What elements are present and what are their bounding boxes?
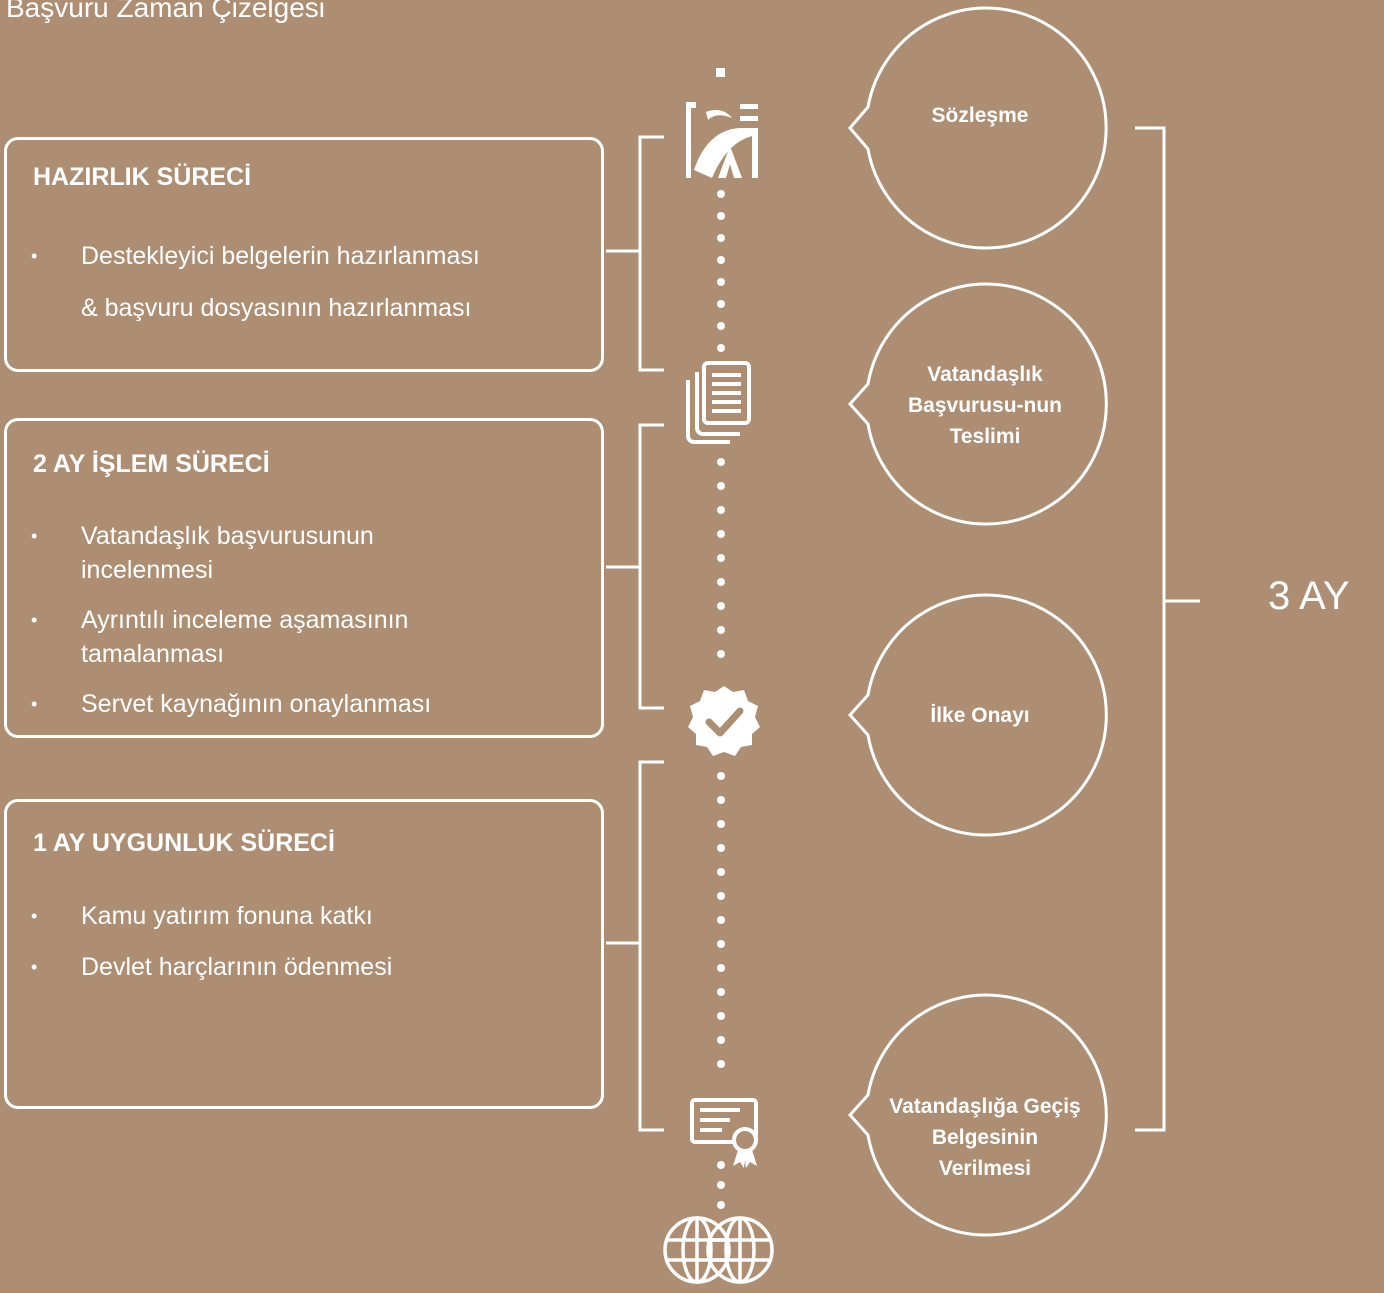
milestone-label-approval: İlke Onayı	[930, 704, 1030, 727]
panel-list: •Destekleyici belgelerin hazırlanması & …	[7, 230, 601, 334]
timeline-dot	[717, 844, 725, 852]
timeline-dot	[717, 650, 725, 658]
timeline-dot	[717, 234, 725, 242]
timeline-dot	[717, 1036, 725, 1044]
list-item: •Ayrıntılı inceleme aşamasının tamalanma…	[31, 606, 409, 668]
timeline-dot	[717, 868, 725, 876]
milestone-bubble	[847, 993, 1108, 1237]
panel-heading: 1 AY UYGUNLUK SÜRECİ	[33, 829, 335, 857]
duration-bracket	[1135, 126, 1200, 1132]
page-title: Başvuru Zaman Çizelgesi	[6, 0, 326, 23]
timeline-dot	[717, 626, 725, 634]
timeline-dot	[717, 458, 725, 466]
timeline-dot	[717, 530, 725, 538]
panel-preparation: HAZIRLIK SÜRECİ •Destekleyici belgelerin…	[4, 137, 604, 372]
panel-heading: 2 AY İŞLEM SÜRECİ	[33, 450, 270, 478]
list-item: •Servet kaynağının onaylanması	[31, 690, 432, 718]
milestone-bubble	[847, 282, 1108, 526]
timeline-dot	[717, 256, 725, 264]
timeline-dots	[716, 68, 725, 1209]
contract-signing-icon	[686, 102, 758, 178]
timeline-dot	[717, 482, 725, 490]
panel-list: •Vatandaşlık başvurusunun incelenmesi •A…	[7, 519, 601, 721]
list-item: •Vatandaşlık başvurusunun incelenmesi	[31, 522, 374, 584]
list-item: •Destekleyici belgelerin hazırlanması	[31, 242, 480, 270]
timeline-dot	[717, 916, 725, 924]
list-item: •Devlet harçlarının ödenmesi	[31, 953, 393, 981]
globe-icon	[663, 1216, 774, 1284]
timeline-dot	[717, 212, 725, 220]
timeline-dot	[717, 278, 725, 286]
duration-label: 3 AY	[1268, 574, 1350, 618]
approved-badge-icon	[688, 686, 760, 756]
list-item: •Kamu yatırım fonuna katkı	[31, 902, 373, 930]
bracket-preparation	[606, 135, 664, 372]
bracket-processing	[606, 423, 664, 710]
milestone-label-submission: Vatandaşlık Başvurusu-nun Teslimi	[907, 363, 1062, 448]
timeline-dot	[717, 190, 725, 198]
list-item: & başvuru dosyasının hazırlanması	[81, 294, 472, 322]
panel-heading: HAZIRLIK SÜRECİ	[33, 163, 252, 191]
bracket-eligibility	[606, 760, 664, 1132]
timeline-dot	[717, 344, 725, 352]
timeline-dot	[717, 1161, 725, 1169]
timeline-dot	[717, 300, 725, 308]
timeline-dot	[717, 554, 725, 562]
timeline-dot	[717, 988, 725, 996]
documents-icon	[686, 361, 751, 444]
timeline-dot	[717, 578, 725, 586]
timeline-dot	[717, 892, 725, 900]
timeline-dot	[717, 1060, 725, 1068]
timeline-dot	[717, 1012, 725, 1020]
timeline-dot	[717, 1201, 725, 1209]
certificate-icon	[690, 1098, 758, 1168]
timeline-dot	[717, 1181, 725, 1189]
timeline-dot	[717, 796, 725, 804]
milestone-label-certificate: Vatandaşlığa Geçiş Belgesinin Verilmesi	[889, 1095, 1081, 1180]
panel-eligibility: 1 AY UYGUNLUK SÜRECİ •Kamu yatırım fonun…	[4, 799, 604, 1109]
timeline-dot	[717, 820, 725, 828]
panel-list: •Kamu yatırım fonuna katkı •Devlet harçl…	[7, 899, 601, 984]
milestone-label-contract: Sözleşme	[931, 104, 1029, 127]
timeline-dot	[717, 506, 725, 514]
timeline-dot	[717, 940, 725, 948]
timeline-dot	[717, 602, 725, 610]
milestone-bubble	[847, 593, 1108, 837]
timeline-dot	[717, 964, 725, 972]
panel-processing: 2 AY İŞLEM SÜRECİ •Vatandaşlık başvurusu…	[4, 418, 604, 738]
milestone-bubble	[848, 6, 1108, 250]
timeline-dot	[717, 772, 725, 780]
timeline-dot	[717, 322, 725, 330]
